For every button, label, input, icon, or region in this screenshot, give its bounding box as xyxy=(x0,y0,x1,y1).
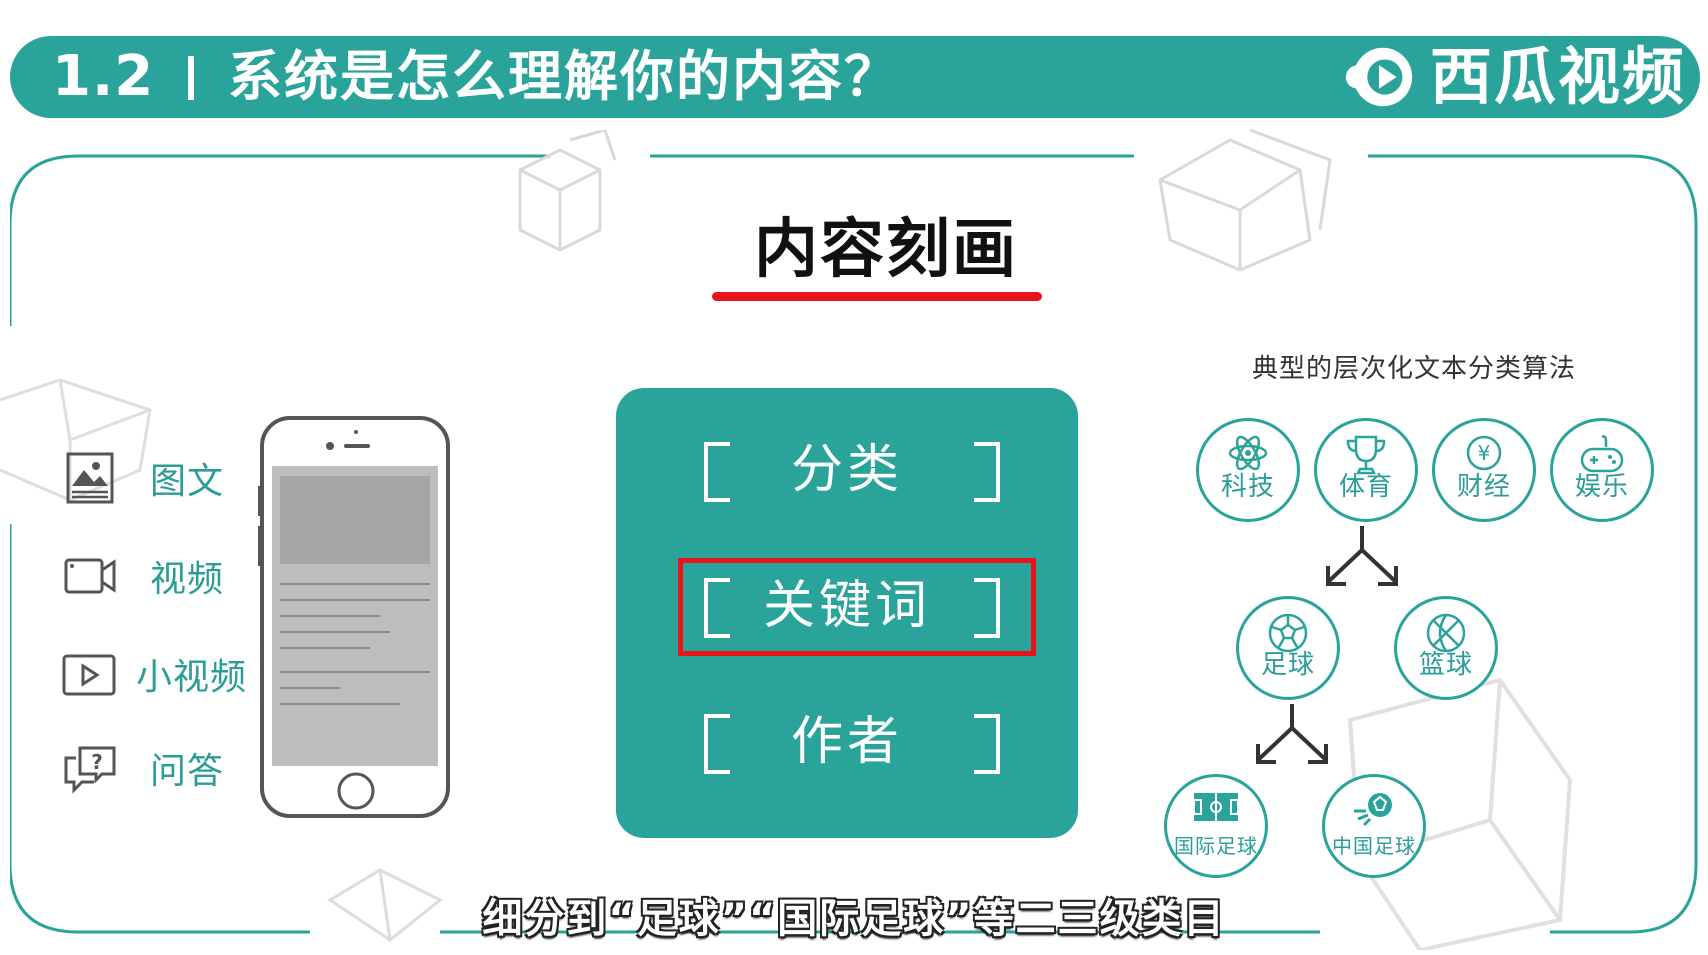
image-text-icon xyxy=(66,452,114,504)
subcategory-basketball: 篮球 xyxy=(1394,596,1498,700)
decor-cube-5 xyxy=(327,868,443,942)
bracket-left xyxy=(704,442,730,502)
content-profile-card: 分类 关键词 作者 xyxy=(616,388,1078,838)
bracket-right xyxy=(974,442,1000,502)
subcategory-international-football: 国际足球 xyxy=(1164,774,1268,878)
brand: 西瓜视频 xyxy=(1340,42,1686,112)
soccer-kick-icon xyxy=(1354,793,1392,827)
category-label: 财经 xyxy=(1456,472,1511,502)
header-divider xyxy=(188,56,194,100)
page-title: 系统是怎么理解你的内容？ xyxy=(228,45,900,108)
video-camera-icon xyxy=(64,558,116,594)
trophy-icon xyxy=(1346,435,1386,475)
category-sports: 体育 xyxy=(1314,418,1418,522)
decor-cube-3 xyxy=(0,378,152,502)
category-label: 体育 xyxy=(1338,472,1393,502)
category-label: 中国足球 xyxy=(1332,834,1416,858)
bracket-left xyxy=(704,578,730,638)
category-label: 国际足球 xyxy=(1174,834,1258,858)
question-bubble-icon: ? xyxy=(64,746,116,794)
card-row-label: 关键词 xyxy=(762,576,931,636)
yen-coin-icon: ¥ xyxy=(1466,435,1502,471)
content-type-label: 图文 xyxy=(150,461,225,502)
keyword-highlight-box xyxy=(678,558,1036,656)
section-number: 1.2 xyxy=(52,44,155,109)
content-type-short-video: 小视频 xyxy=(62,646,247,702)
soccer-ball-icon xyxy=(1268,613,1308,653)
atom-icon xyxy=(1228,435,1268,471)
content-type-image-text: 图文 xyxy=(62,450,224,506)
heading-underline xyxy=(712,292,1042,301)
play-icon xyxy=(62,654,116,696)
decor-cube-2 xyxy=(1158,128,1332,272)
header-bar: 1.2 系统是怎么理解你的内容？ 西瓜视频 xyxy=(10,36,1700,118)
branch-arrow-1 xyxy=(1326,526,1398,586)
soccer-field-icon xyxy=(1193,793,1239,821)
bracket-right xyxy=(974,578,1000,638)
basketball-icon xyxy=(1426,613,1466,653)
card-row-keyword: 关键词 xyxy=(616,568,1078,658)
card-row-author: 作者 xyxy=(616,704,1078,794)
category-label: 篮球 xyxy=(1418,650,1473,680)
phone-illustration xyxy=(258,416,450,818)
content-type-label: 小视频 xyxy=(136,657,248,698)
content-type-qa: ? 问答 xyxy=(62,740,224,796)
category-label: 足球 xyxy=(1260,650,1315,680)
content-frame xyxy=(10,154,1698,934)
category-entertainment: 娱乐 xyxy=(1550,418,1654,522)
category-tech: 科技 xyxy=(1196,418,1300,522)
bracket-left xyxy=(704,714,730,774)
category-label: 科技 xyxy=(1220,472,1275,502)
content-type-video: 视频 xyxy=(62,548,224,604)
gamepad-icon xyxy=(1580,435,1624,473)
section-heading: 内容刻画 xyxy=(754,213,1018,287)
brand-name: 西瓜视频 xyxy=(1429,40,1686,113)
decor-cube-1 xyxy=(518,130,617,252)
subcategory-china-football: 中国足球 xyxy=(1322,774,1426,878)
bracket-right xyxy=(974,714,1000,774)
category-label: 娱乐 xyxy=(1574,472,1629,502)
subcategory-football: 足球 xyxy=(1236,596,1340,700)
card-row-label: 分类 xyxy=(790,440,903,500)
svg-text:¥: ¥ xyxy=(1478,441,1491,465)
content-type-label: 问答 xyxy=(150,751,225,792)
card-row-category: 分类 xyxy=(616,432,1078,522)
svg-text:?: ? xyxy=(91,750,103,774)
branch-arrow-2 xyxy=(1256,704,1328,764)
category-finance: ¥ 财经 xyxy=(1432,418,1536,522)
card-row-label: 作者 xyxy=(790,712,903,772)
content-type-label: 视频 xyxy=(150,559,225,600)
xigua-logo-icon xyxy=(1345,47,1413,107)
algorithm-title: 典型的层次化文本分类算法 xyxy=(1252,354,1577,384)
video-subtitle: 细分到“足球”“国际足球”等二三级类目 xyxy=(482,896,1226,942)
